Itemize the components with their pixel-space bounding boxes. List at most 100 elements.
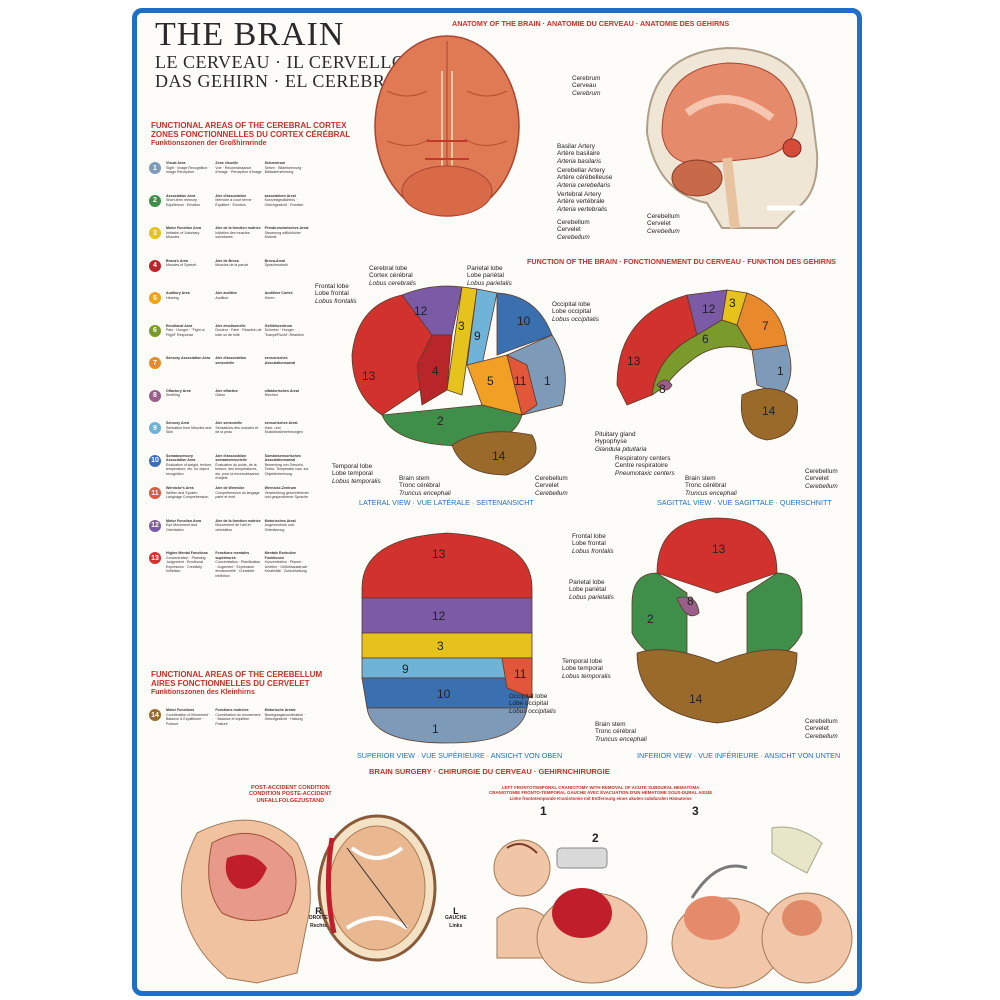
region-number: 7	[762, 319, 769, 333]
cortex-header-de: Funktionszonen der Großhirnrinde	[151, 140, 267, 147]
label-cerebellum-top-fr: Cervelet	[557, 226, 581, 234]
legend-number: 5	[149, 292, 161, 304]
label-frontal-superior-la: Lobus frontalis	[572, 547, 614, 555]
region-number: 1	[777, 364, 784, 378]
legend-de-detail: Riechen	[264, 393, 278, 398]
label-cerebellum-inferior: Cerebellum Cervelet Cerebellum	[805, 718, 838, 740]
legend-french: Aire d'association sensorielle	[215, 356, 261, 365]
legend-number: 11	[149, 487, 161, 499]
label-occipital-lateral-fr: Lobe occipital	[552, 308, 592, 316]
legend-en-title: Motor Functions	[166, 708, 195, 712]
label-cerebellar-artery-la: Arteria cerebellaris	[557, 181, 611, 189]
label-brainstem-lateral-la: Truncus encephali	[399, 489, 451, 497]
legend-de-title: Motorisches Areal	[264, 518, 296, 523]
legend-number: 14	[149, 709, 161, 721]
header-sagittal: SAGITTAL VIEW · VUE SAGITTALE · QUERSCHN…	[657, 498, 832, 507]
legend-fr-title: Aire olfactive	[215, 388, 238, 393]
left-de: Links	[449, 922, 463, 929]
post-accident-head-illustration	[180, 819, 311, 984]
label-parietal-superior: Parietal lobe Lobe pariétal Lobus pariet…	[569, 579, 614, 601]
legend-fr-detail: Sensations des muscles et de la peau	[215, 425, 259, 435]
legend-en-title: Sensory Association Area	[166, 356, 211, 360]
label-cerebellar-artery-en: Cerebellar Artery	[557, 167, 605, 174]
label-temporal-lateral: Temporal lobe Lobe temporal Lobus tempor…	[332, 463, 381, 485]
title-line-3: DAS GEHIRN · EL CEREBRO	[155, 71, 399, 91]
legend-de-title: Sehzentrum	[264, 161, 286, 165]
legend-en-title: Auditory Area	[166, 291, 190, 295]
right-letter: R	[315, 906, 322, 916]
legend-fr-title: Aire de Wernicke	[215, 486, 245, 490]
label-cerebellum-lateral-la: Cerebellum	[535, 489, 568, 497]
label-occipital-superior-la: Lobus occipitalis	[509, 707, 556, 715]
label-cerebrum: Cerebrum Cerveau Cerebrum	[572, 75, 600, 97]
label-vertebral-en: Vertebral Artery	[557, 191, 602, 198]
label-brainstem-inferior-en: Brain stem	[595, 721, 626, 728]
region-8-inferior	[676, 596, 700, 617]
region-number: 5	[487, 374, 494, 388]
label-basilar-fr: Artère basilaire	[557, 150, 600, 158]
region-number: 4	[432, 364, 439, 378]
region-number: 12	[702, 302, 716, 316]
legend-de-title: Primär-motorisches Areal	[264, 226, 309, 230]
header-lateral: LATERAL VIEW · VUE LATÉRALE · SEITENANSI…	[359, 498, 534, 507]
brain-inferior-illustration	[374, 35, 520, 217]
cerebellum-header-en: FUNCTIONAL AREAS OF THE CEREBELLUM	[151, 670, 323, 679]
region-number: 3	[729, 296, 736, 310]
legend-fr-title: Aire émotionnelle	[215, 323, 246, 328]
cortex-header: FUNCTIONAL AREAS OF THE CEREBRAL CORTEX …	[151, 121, 350, 148]
header-post-accident: POST-ACCIDENT CONDITION CONDITION POSTE-…	[249, 785, 332, 804]
legend-de-detail: Schmerz · Hunger · "Kampf/Flucht"-Reakti…	[264, 328, 304, 337]
label-parietal-superior-la: Lobus parietalis	[569, 593, 614, 601]
legend-en-title: Motor Function Area	[166, 518, 202, 523]
title-main: THE BRAIN	[155, 16, 345, 53]
label-frontal-lateral-la: Lobus frontalis	[315, 297, 357, 305]
region-3-lateral	[446, 286, 478, 396]
label-cerebellum-sagittal: Cerebellum Cervelet Cerebellum	[805, 468, 838, 490]
legend-fr-detail: Concentration · Planification · Jugement…	[215, 560, 261, 578]
region-number: 6	[702, 332, 709, 346]
legend-number: 13	[149, 552, 161, 564]
label-cerebellum-sagittal-fr: Cervelet	[805, 475, 829, 483]
legend-fr-detail: Muscles de la parole	[215, 263, 249, 268]
header-superior: SUPERIOR VIEW · VUE SUPÉRIEURE · ANSICHT…	[357, 751, 563, 760]
legend-en-title: Visual Area	[166, 161, 186, 165]
legend-en-detail: Evaluation of weight, texture, temperatu…	[166, 462, 213, 476]
label-cerebellar-artery-fr: Artère cérébelleuse	[557, 174, 613, 182]
label-cerebellum-skull-la: Cerebellum	[647, 227, 680, 235]
axial-brain-illustration	[317, 814, 437, 962]
label-cerebellum-sagittal-la: Cerebellum	[805, 482, 838, 490]
step-2-number: 2	[592, 831, 599, 845]
label-respiratory-en: Respiratory centers	[615, 455, 671, 462]
legend-fr-detail: Douleur · Faim · Réaction de lutte ou de…	[215, 328, 262, 337]
craniotomy-de: Linke frontotemporale Kraniotomie mit En…	[509, 795, 692, 801]
label-cerebellum-sagittal-en: Cerebellum	[805, 468, 838, 475]
region-number: 14	[689, 692, 703, 706]
post-accident-de: UNFALLFOLGEZUSTAND	[256, 797, 325, 804]
cortex-header-en: FUNCTIONAL AREAS OF THE CEREBRAL CORTEX	[151, 121, 347, 130]
label-parietal-superior-en: Parietal lobe	[569, 579, 605, 586]
label-basilar-la: Arteria basilaris	[557, 157, 602, 165]
legend-fr-detail: Initiation des muscles volontaires	[215, 230, 250, 240]
label-frontal-lateral: Frontal lobe Lobe frontal Lobus frontali…	[315, 283, 357, 305]
left-side-label: L GAUCHE Links	[445, 906, 467, 930]
